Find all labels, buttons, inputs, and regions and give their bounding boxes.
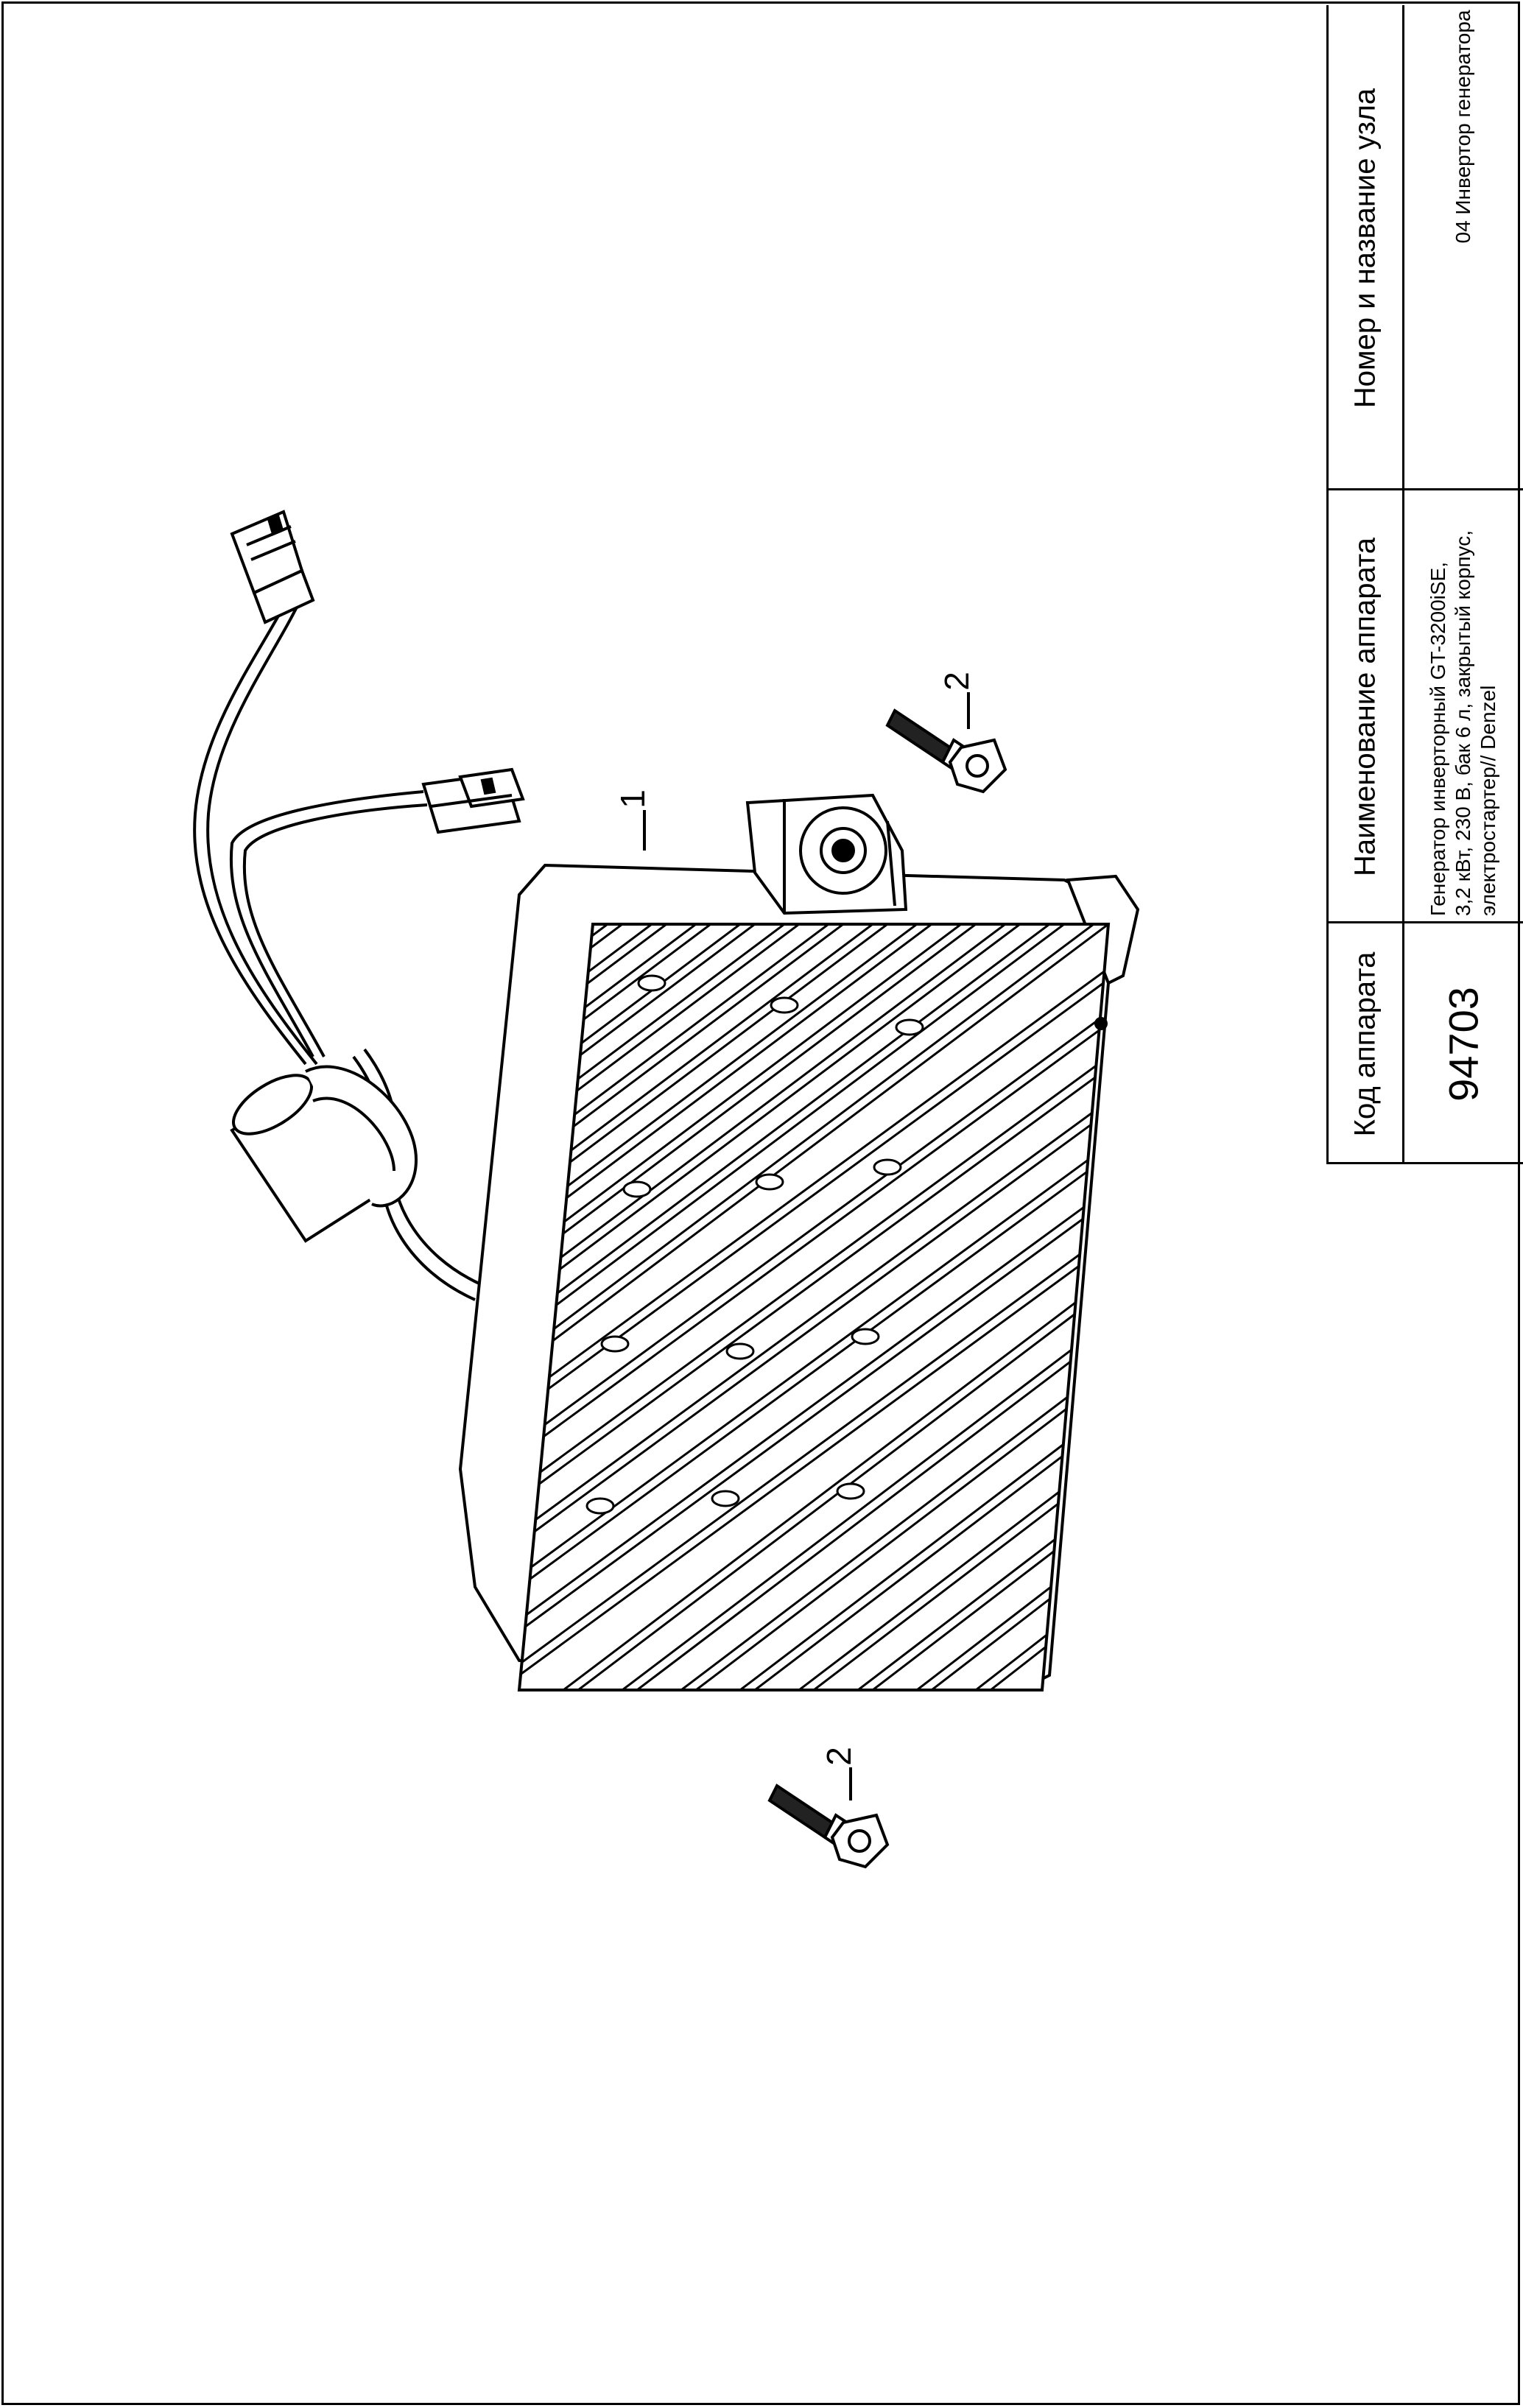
housing-dot [1094,1017,1108,1030]
value-name-cell: Генератор инверторный GT-3200iSE, 3,2 кВ… [1402,488,1523,923]
header-code: Код аппарата [1348,951,1382,1136]
value-code: 94703 [1440,986,1486,1102]
value-name-line-2: 3,2 кВт, 230 В, бак 6 л, закрытый корпус… [1451,529,1474,916]
callout-bolt-bottom: 2 [820,1747,858,1766]
bolt-bottom [767,1784,890,1869]
value-name-line-1: Генератор инверторный GT-3200iSE, [1426,561,1449,916]
header-name-cell: Наименование аппарата [1326,488,1404,923]
header-node: Номер и название узла [1348,88,1382,408]
connector-top [230,510,315,624]
title-block: Код аппарата Наименование аппарата Номер… [1326,5,1523,1164]
value-node-cell: 04 Инвертор генератора [1402,5,1523,490]
connector-middle [421,767,525,834]
header-code-cell: Код аппарата [1326,921,1404,1164]
header-node-cell: Номер и название узла [1326,5,1404,490]
callout-inverter: 1 [613,789,652,809]
exploded-view-drawing: 1 2 2 [193,510,1140,1869]
value-code-cell: 94703 [1402,921,1523,1164]
fin-notches [585,974,924,1515]
value-node: 04 Инвертор генератора [1451,10,1474,244]
ferrite-core [230,1065,418,1243]
mounting-bracket [745,793,908,915]
value-name: Генератор инверторный GT-3200iSE, 3,2 кВ… [1426,496,1501,916]
header-name: Наименование аппарата [1348,538,1382,876]
callout-bolt-top: 2 [938,672,976,691]
inverter-housing [458,863,1140,1692]
title-block-bottom [1326,1162,1523,1164]
callout-leaders [643,692,970,1800]
value-name-line-3: электростартер// Denzel [1476,685,1499,916]
bolt-top [885,708,1007,794]
wiring-harness [193,592,483,1301]
